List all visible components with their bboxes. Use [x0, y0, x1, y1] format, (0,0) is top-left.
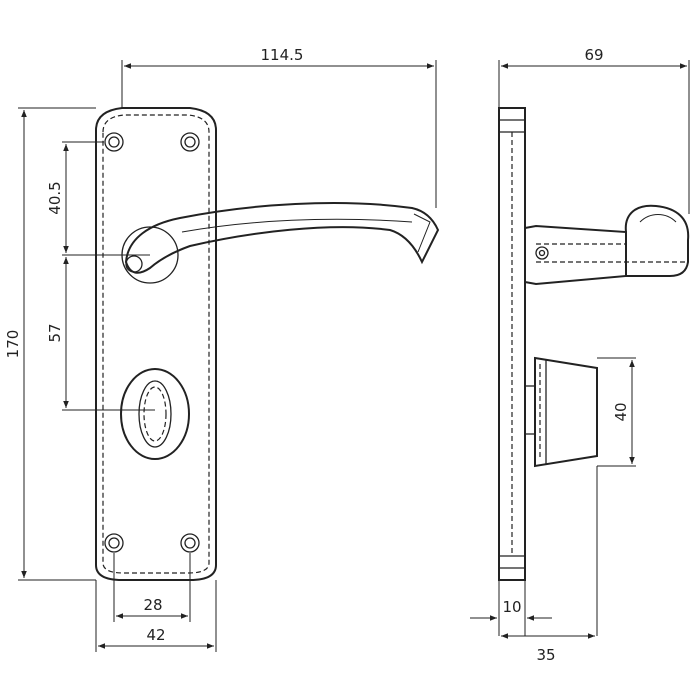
lever — [121, 202, 440, 284]
backplate-inner-edge — [102, 114, 210, 574]
dim-side-depth: 69 — [584, 46, 603, 64]
front-view: 114.5 170 40.5 57 28 42 — [4, 46, 440, 652]
dim-spindle-to-top-screw: 40.5 — [46, 181, 64, 214]
dim-overall-width: 114.5 — [261, 46, 304, 64]
screw-hole-top-left — [104, 132, 124, 152]
backplate — [95, 107, 217, 581]
dim-plate-height: 170 — [4, 330, 22, 359]
dim-plate-thickness: 10 — [502, 598, 521, 616]
side-lever — [524, 204, 690, 286]
dim-rose-projection: 35 — [536, 646, 555, 664]
dim-screw-spacing: 28 — [143, 596, 162, 614]
screw-hole-bottom-right — [180, 533, 200, 553]
dim-rose-height: 40 — [612, 402, 630, 421]
side-thumb-turn — [524, 356, 598, 468]
screw-hole-bottom-left — [104, 533, 124, 553]
screw-hole-top-right — [180, 132, 200, 152]
side-view: 69 40 10 35 — [470, 46, 690, 664]
dim-plate-width: 42 — [146, 626, 165, 644]
thumb-turn — [120, 368, 190, 460]
side-plate — [498, 107, 526, 581]
dim-spindle-to-keyhole: 57 — [46, 323, 64, 342]
